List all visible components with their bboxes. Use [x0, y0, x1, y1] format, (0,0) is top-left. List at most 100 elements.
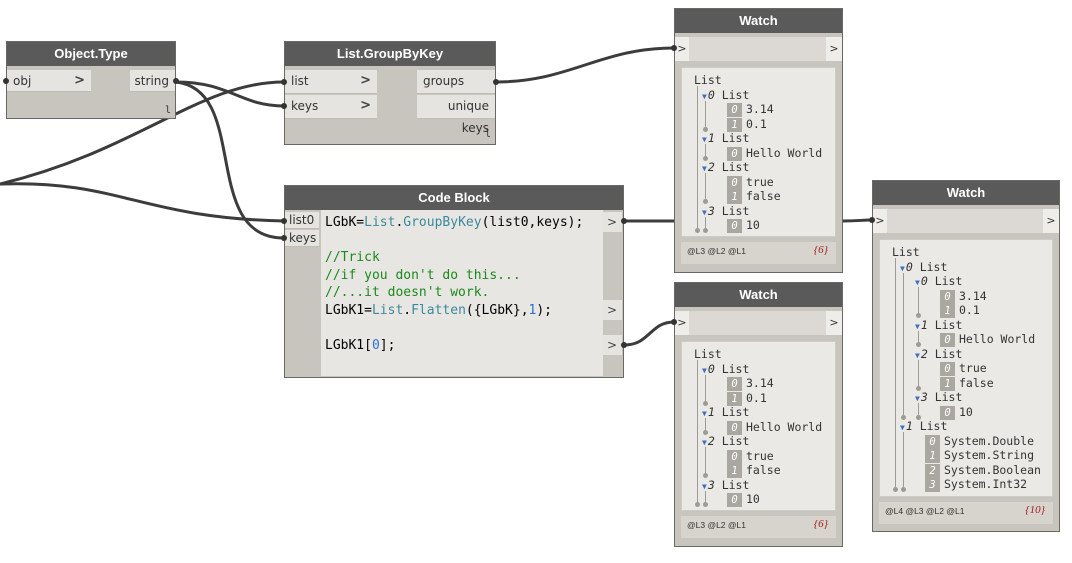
chevron-right-icon: >	[360, 73, 371, 88]
watch-footer: @L3 @L2 @L1 {6}	[681, 242, 836, 264]
watch-input-port[interactable]: >	[675, 311, 689, 335]
code-editor[interactable]: LGbK=List.GroupByKey(list0,keys);//Trick…	[321, 210, 603, 376]
expand-triangle-icon[interactable]: ▼	[900, 423, 905, 432]
index-badge: 0	[727, 175, 742, 190]
tree-list-node[interactable]: ▼3 List	[915, 390, 962, 406]
tree-list-node[interactable]: ▼3 List	[702, 204, 749, 220]
tree-value: List	[721, 434, 750, 448]
tree-value: List	[934, 390, 963, 404]
node-title[interactable]: Watch	[675, 283, 842, 307]
tree-list-node[interactable]: ▼2 List	[702, 160, 749, 176]
list-levels-label[interactable]: @L4 @L3 @L2 @L1	[885, 506, 965, 516]
tree-list-node[interactable]: ▼1 List	[900, 419, 947, 435]
tree-list-node[interactable]: ▼0 List	[900, 260, 947, 276]
output-port-line-1[interactable]: >	[602, 212, 622, 232]
watch-output-port[interactable]: >	[1043, 209, 1059, 233]
node-title[interactable]: Watch	[873, 181, 1059, 205]
input-port-list0[interactable]: list0	[285, 212, 319, 229]
tree-guide-line	[918, 403, 919, 417]
tree-list-node[interactable]: ▼2 List	[915, 347, 962, 363]
input-port-keys[interactable]: keys >	[285, 95, 377, 119]
expand-triangle-icon[interactable]: ▼	[915, 278, 920, 287]
code-line: LGbK1=List.Flatten({LGbK},1);	[325, 302, 599, 320]
lacing-indicator[interactable]: l	[164, 105, 171, 116]
node-title[interactable]: Watch	[675, 9, 842, 33]
watch-output-port[interactable]: >	[826, 37, 842, 61]
tree-guide-dot	[703, 199, 708, 204]
expand-triangle-icon[interactable]: ▼	[702, 135, 707, 144]
tree-list-node[interactable]: ▼0 List	[915, 274, 962, 290]
node-title[interactable]: List.GroupByKey	[285, 42, 495, 66]
tree-guide-dot	[916, 313, 921, 318]
index-badge: 0	[940, 405, 955, 420]
wire-left-to-list0	[0, 182, 286, 223]
input-port-list[interactable]: list >	[285, 70, 377, 94]
tree-list-node[interactable]: ▼1 List	[702, 131, 749, 147]
tree-guide-dot	[916, 414, 921, 420]
output-port-line-6[interactable]: >	[602, 300, 622, 320]
code-token: 0	[371, 337, 380, 353]
tree-guide-dot	[916, 342, 921, 347]
output-port-unique-keys[interactable]: unique keys	[417, 95, 495, 135]
node-title[interactable]: Code Block	[285, 186, 623, 210]
tree-value: System.Double	[944, 433, 1035, 448]
expand-triangle-icon[interactable]: ▼	[702, 438, 707, 447]
watch-output-port[interactable]: >	[826, 311, 842, 335]
watch-input-port[interactable]: >	[873, 209, 887, 233]
tree-list-node[interactable]: ▼1 List	[915, 318, 962, 334]
expand-triangle-icon[interactable]: ▼	[702, 207, 707, 217]
code-token: LGbK1[	[325, 337, 372, 353]
output-port-groups[interactable]: groups	[417, 70, 495, 94]
tree-list-node[interactable]: ▼0 List	[702, 88, 749, 104]
code-token: GroupByKey	[403, 215, 482, 230]
list-groupbykey-node[interactable]: List.GroupByKey list > keys > groups uni…	[284, 41, 496, 145]
output-port-string[interactable]: string	[130, 70, 175, 92]
list-levels-label[interactable]: @L3 @L2 @L1	[687, 520, 746, 530]
tree-list-node[interactable]: ▼0 List	[702, 362, 749, 378]
list-levels-label[interactable]: @L3 @L2 @L1	[687, 246, 746, 256]
tree-list-node[interactable]: ▼2 List	[702, 434, 749, 450]
wire-string-to-keys	[174, 80, 286, 108]
index-badge: 2	[925, 463, 940, 478]
object-type-node[interactable]: Object.Type obj > string l	[6, 41, 176, 119]
code-block-node[interactable]: Code Block list0 keys LGbK=List.GroupByK…	[284, 185, 624, 378]
expand-triangle-icon[interactable]: ▼	[900, 263, 905, 273]
item-count: {10}	[1025, 504, 1045, 516]
node-title[interactable]: Object.Type	[7, 42, 175, 66]
expand-triangle-icon[interactable]: ▼	[915, 321, 920, 331]
code-token: (list0,keys);	[481, 215, 584, 230]
port-label: list	[291, 74, 309, 88]
chevron-right-icon: >	[360, 98, 371, 113]
expand-triangle-icon[interactable]: ▼	[702, 365, 707, 375]
code-token: //Trick	[325, 250, 380, 265]
tree-value: List	[934, 346, 963, 361]
expand-triangle-icon[interactable]: ▼	[702, 409, 707, 418]
output-port-line-8[interactable]: >	[602, 335, 622, 355]
expand-triangle-icon[interactable]: ▼	[702, 164, 707, 173]
port-pin	[281, 235, 287, 241]
expand-triangle-icon[interactable]: ▼	[702, 481, 707, 491]
port-pin	[869, 217, 875, 223]
expand-triangle-icon[interactable]: ▼	[702, 91, 707, 101]
input-port-keys[interactable]: keys	[285, 230, 319, 247]
watch-input-port[interactable]: >	[675, 37, 689, 61]
tree-list-node[interactable]: ▼1 List	[702, 405, 749, 421]
tree-list-node[interactable]: ▼3 List	[702, 478, 749, 494]
item-count: {6}	[813, 518, 828, 530]
port-pin	[671, 319, 677, 325]
input-port-obj[interactable]: obj >	[7, 70, 91, 92]
expand-triangle-icon[interactable]: ▼	[915, 394, 920, 403]
code-line	[325, 232, 599, 250]
watch-footer: @L3 @L2 @L1 {6}	[681, 516, 836, 538]
tree-index: 2	[920, 346, 935, 361]
expand-triangle-icon[interactable]: ▼	[915, 350, 920, 360]
tree-value: List	[694, 347, 722, 361]
lacing-indicator[interactable]: l	[484, 129, 491, 140]
